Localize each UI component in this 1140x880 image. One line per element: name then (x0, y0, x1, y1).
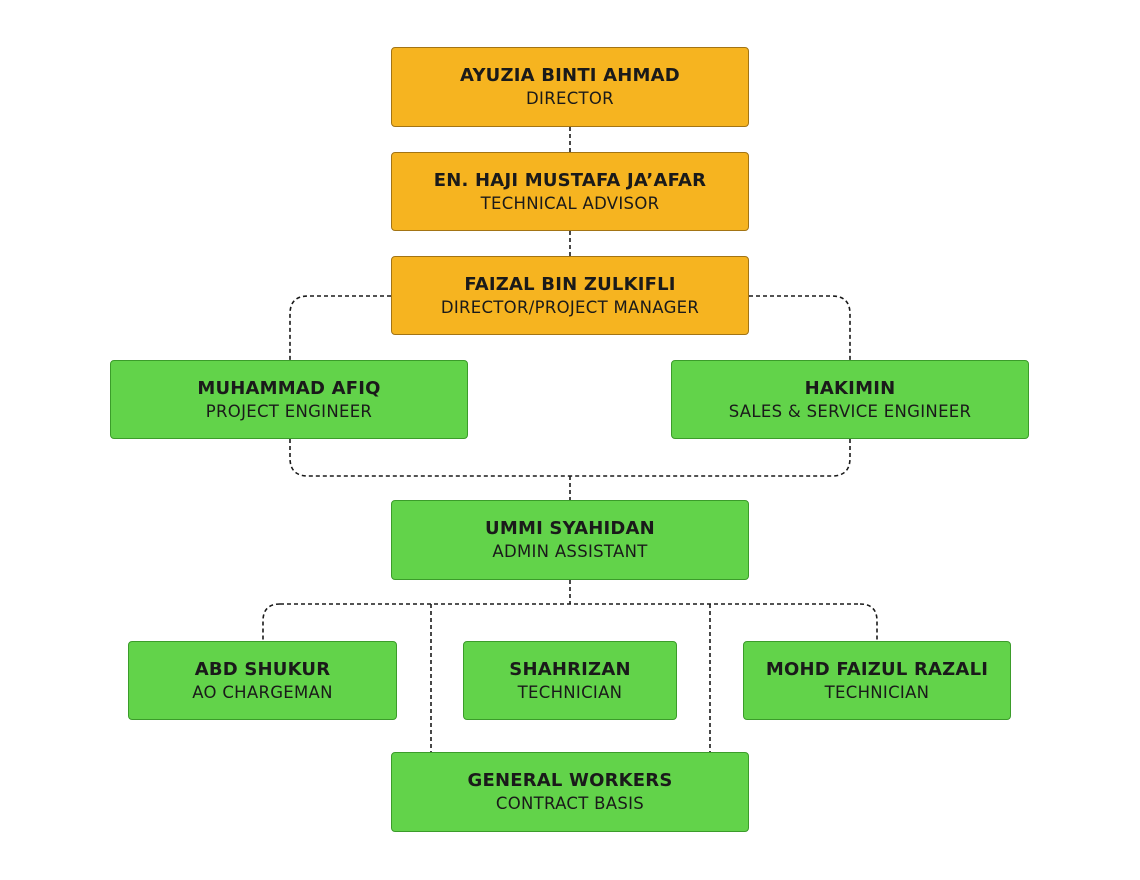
connector-ummi-faizul (859, 603, 878, 641)
node-role: TECHNICIAN (824, 682, 930, 702)
node-role: PROJECT ENGINEER (205, 401, 373, 421)
node-role: AO CHARGEMAN (192, 682, 333, 702)
node-name: UMMI SYAHIDAN (485, 518, 655, 539)
org-node-faizal: FAIZAL BIN ZULKIFLI DIRECTOR/PROJECT MAN… (391, 256, 749, 335)
node-name: MUHAMMAD AFIQ (197, 377, 381, 399)
connector-hakimin-ummi (570, 439, 851, 477)
connector-ummi-shukur (262, 603, 281, 641)
org-node-ummi: UMMI SYAHIDAN ADMIN ASSISTANT (391, 500, 749, 580)
node-name: AYUZIA BINTI AHMAD (460, 65, 680, 86)
org-node-faizul: MOHD FAIZUL RAZALI TECHNICIAN (743, 641, 1011, 720)
connector-faizal-afiq (289, 295, 391, 360)
node-name: GENERAL WORKERS (467, 770, 673, 791)
node-name: SHAHRIZAN (509, 658, 631, 680)
node-role: SALES & SERVICE ENGINEER (728, 401, 972, 421)
org-node-workers: GENERAL WORKERS CONTRACT BASIS (391, 752, 749, 832)
org-node-shahrizan: SHAHRIZAN TECHNICIAN (463, 641, 677, 720)
node-role: DIRECTOR/PROJECT MANAGER (440, 297, 700, 317)
node-name: MOHD FAIZUL RAZALI (765, 658, 989, 680)
node-role: ADMIN ASSISTANT (492, 542, 648, 561)
org-node-hakimin: HAKIMIN SALES & SERVICE ENGINEER (671, 360, 1029, 439)
connector-afiq-ummi (289, 439, 570, 477)
node-name: ABD SHUKUR (194, 658, 331, 680)
org-node-afiq: MUHAMMAD AFIQ PROJECT ENGINEER (110, 360, 468, 439)
node-role: TECHNICAL ADVISOR (480, 193, 660, 213)
node-name: HAKIMIN (804, 377, 896, 399)
org-node-ayuzia: AYUZIA BINTI AHMAD DIRECTOR (391, 47, 749, 127)
org-node-shukur: ABD SHUKUR AO CHARGEMAN (128, 641, 397, 720)
connector-faizal-hakimin (749, 295, 851, 360)
node-name: FAIZAL BIN ZULKIFLI (464, 273, 676, 295)
node-role: DIRECTOR (526, 89, 614, 108)
org-node-mustafa: EN. HAJI MUSTAFA JA’AFAR TECHNICAL ADVIS… (391, 152, 749, 231)
node-role: TECHNICIAN (517, 682, 623, 702)
node-name: EN. HAJI MUSTAFA JA’AFAR (433, 169, 707, 191)
node-role: CONTRACT BASIS (495, 794, 645, 813)
